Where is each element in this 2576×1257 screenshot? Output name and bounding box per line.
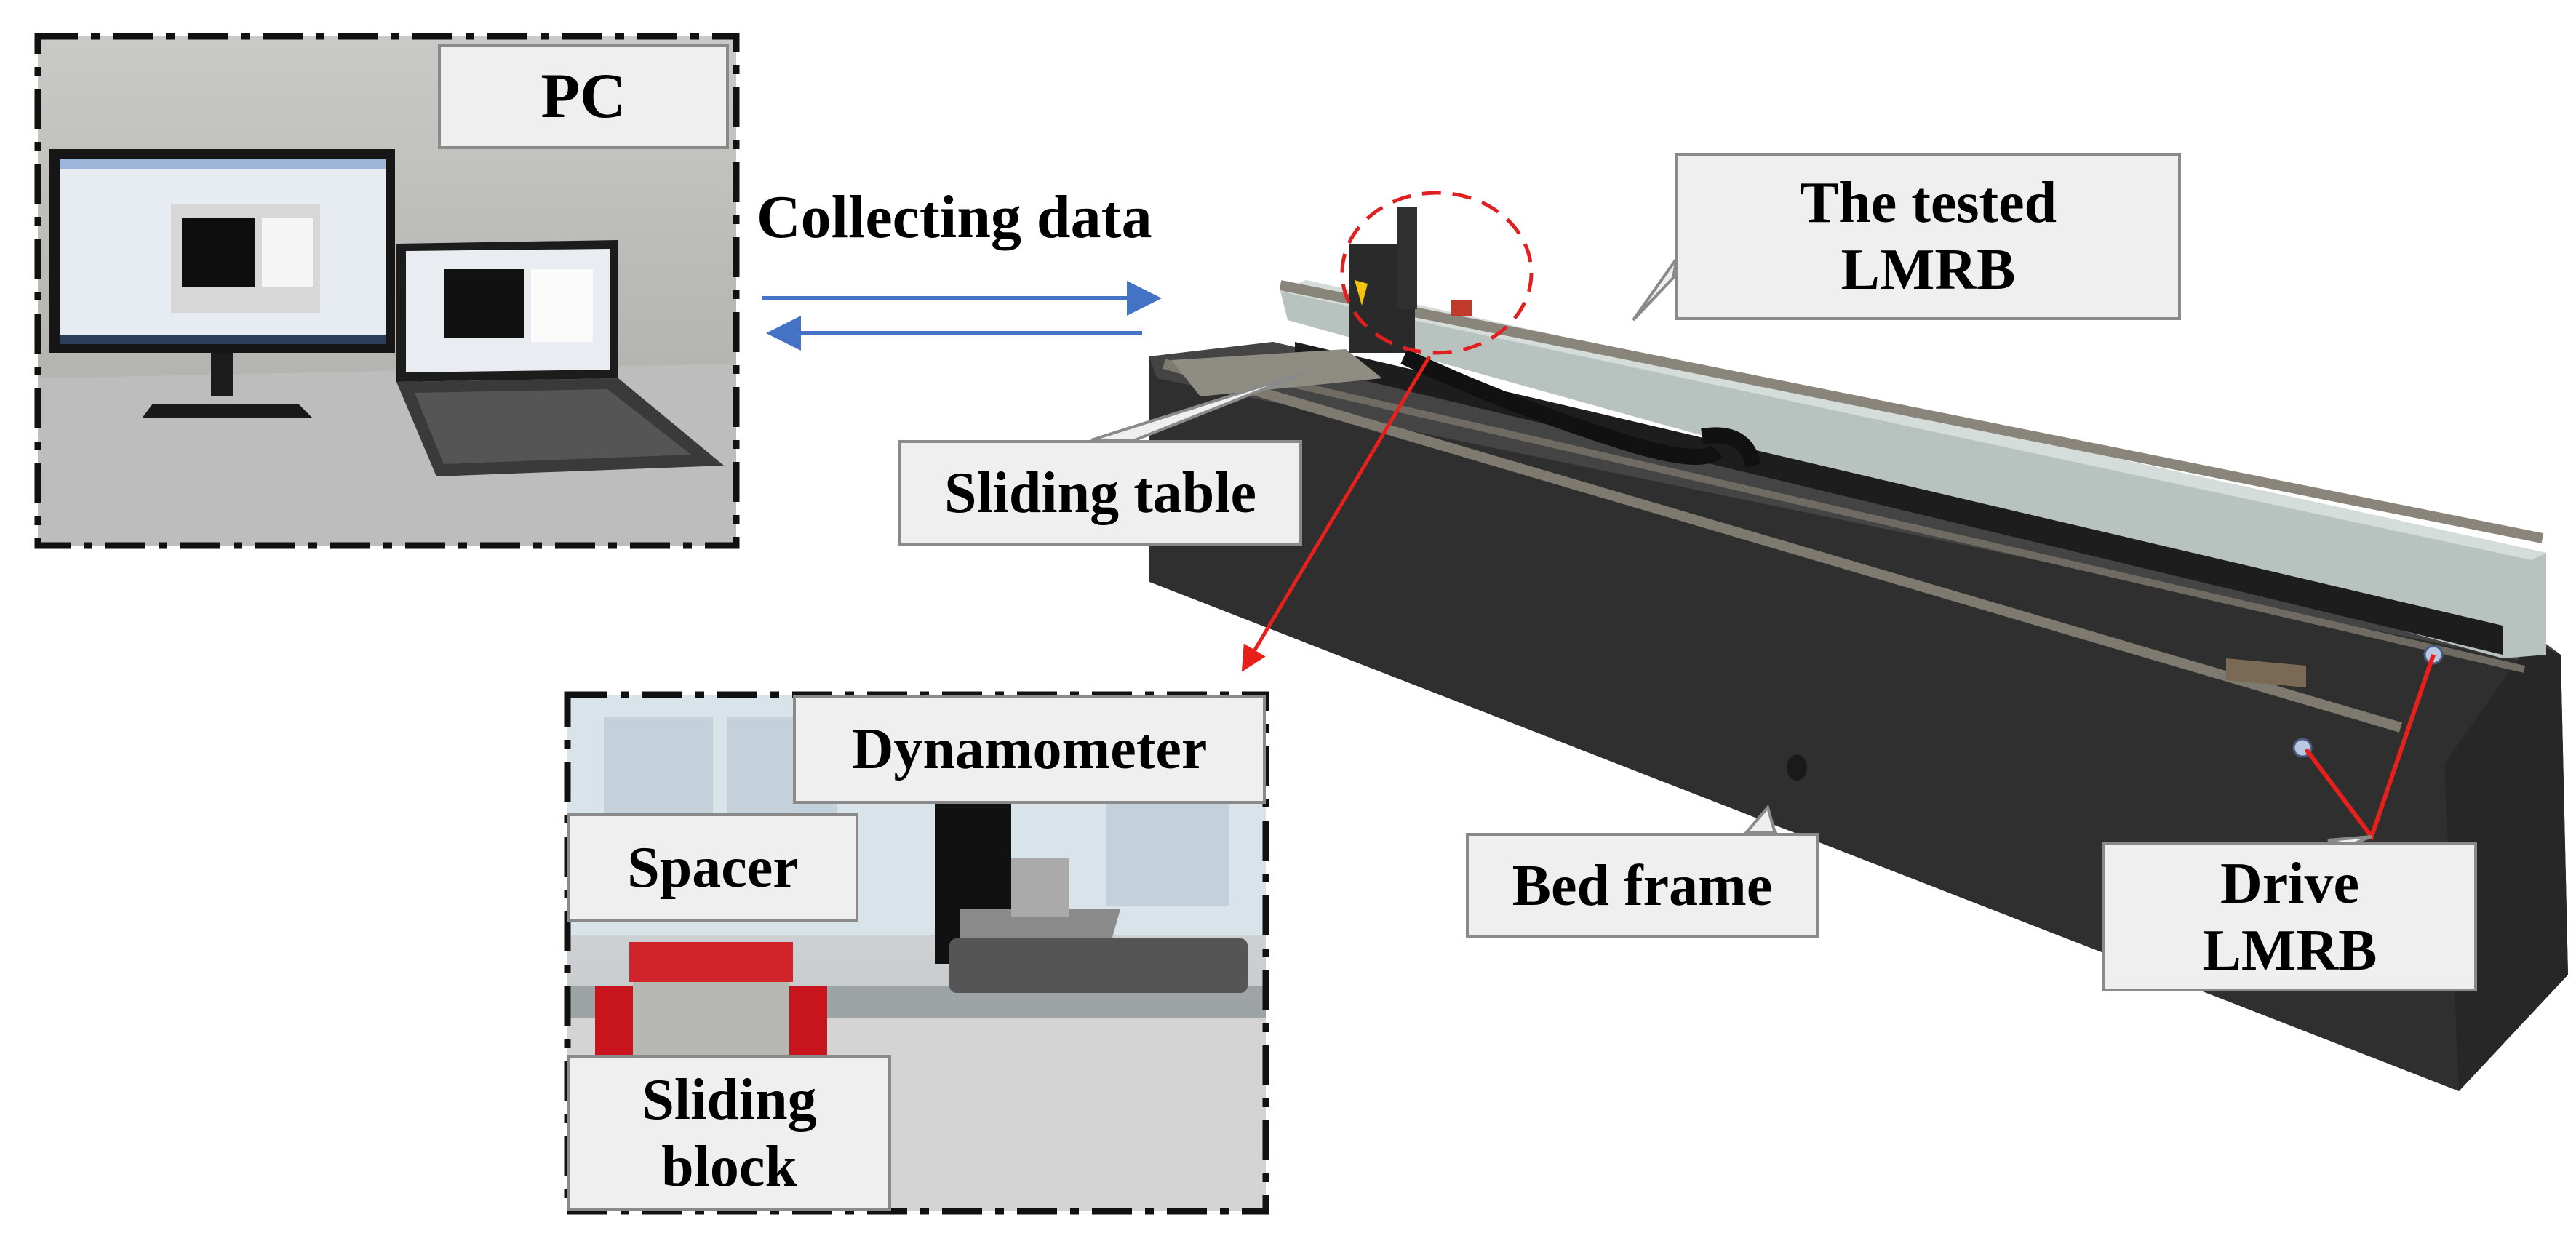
- dynamometer-label: Dynamometer: [793, 695, 1266, 804]
- drive-lmrb-line2: LMRB: [2202, 918, 2377, 983]
- monitor-graphic: [49, 149, 395, 418]
- sliding-table-text: Sliding table: [944, 460, 1257, 525]
- drive-lmrb-label: Drive LMRB: [2102, 842, 2477, 991]
- pc-photo-border: [34, 33, 740, 549]
- bed-frame-text: Bed frame: [1512, 853, 1773, 918]
- tested-lmrb-label: The tested LMRB: [1675, 153, 2181, 320]
- collecting-data-label: Collecting data: [757, 182, 1152, 252]
- laptop-graphic: [396, 240, 724, 476]
- sliding-block-line2: block: [661, 1134, 797, 1199]
- machine-photo: [1149, 207, 2568, 1091]
- tested-lmrb-line2: LMRB: [1841, 238, 2016, 302]
- bed-frame-label: Bed frame: [1466, 833, 1819, 938]
- sliding-block-line1: Sliding: [642, 1067, 817, 1132]
- spacer-text: Spacer: [627, 836, 799, 900]
- zoom-arrow: [1241, 355, 1432, 672]
- spacer-label: Spacer: [567, 813, 858, 922]
- sliding-block-label: Sliding block: [567, 1055, 891, 1211]
- drive-lmrb-line1: Drive: [2220, 851, 2359, 916]
- tested-lmrb-line1: The tested: [1799, 171, 2057, 235]
- pc-label-text: PC: [541, 60, 626, 132]
- pc-label: PC: [438, 44, 729, 149]
- zoom-circle: [1340, 191, 1534, 355]
- sliding-table-label: Sliding table: [898, 440, 1302, 546]
- zoom-photo-border: [564, 691, 1269, 1215]
- tested-callout-pointer: [1632, 257, 1678, 322]
- collecting-data-text: Collecting data: [757, 183, 1152, 251]
- dynamometer-text: Dynamometer: [851, 717, 1208, 781]
